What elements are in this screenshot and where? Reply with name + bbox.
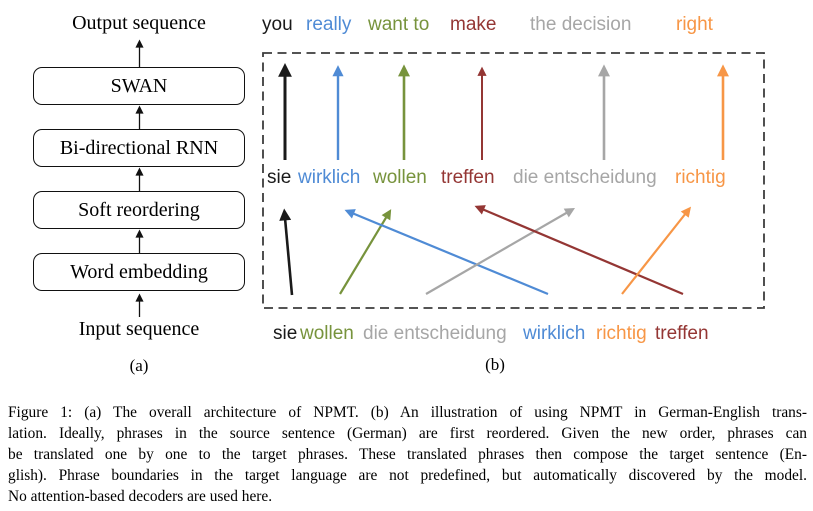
- source-word-treffen: treffen: [655, 323, 709, 344]
- target-word-the-decision: the decision: [530, 14, 632, 35]
- source-word-wirklich: wirklich: [523, 323, 586, 344]
- figure-graphics: [135, 39, 765, 317]
- reorder-arrow-treffen: [474, 205, 684, 296]
- source-word-die-entscheidung: die entscheidung: [363, 323, 507, 344]
- reordered-word-sie: sie: [267, 167, 292, 188]
- output-sequence-label: Output sequence: [72, 12, 206, 34]
- target-word-really: really: [306, 14, 352, 35]
- phrase-reordering-dashed-box: [262, 52, 765, 309]
- reordered-word-wollen: wollen: [373, 167, 427, 188]
- soft-reordering-box: Soft reordering: [33, 191, 245, 229]
- soft-reordering-box-label: Soft reordering: [78, 198, 200, 221]
- source-word-richtig: richtig: [596, 323, 647, 344]
- bidirectional-rnn-box: Bi-directional RNN: [33, 129, 245, 167]
- input-sequence-label: Input sequence: [78, 318, 200, 340]
- reorder-arrow-wollen: [339, 209, 392, 295]
- target-word-make: make: [450, 14, 497, 35]
- reorder-arrow-entscheidung: [425, 207, 576, 295]
- reorder-arrow-richtig: [621, 206, 692, 295]
- panel-a-sublabel: (a): [129, 356, 149, 375]
- swan-box-label: SWAN: [110, 74, 168, 97]
- target-word-right: right: [676, 14, 713, 35]
- reorder-arrow-sie: [279, 208, 294, 296]
- reordered-word-die-entscheidung: die entscheidung: [513, 167, 657, 188]
- source-word-sie: sie: [273, 323, 298, 344]
- figure-caption: Figure 1: (a) The overall architecture o…: [8, 402, 807, 507]
- panel-b-sublabel: (b): [485, 355, 505, 374]
- word-embedding-box: Word embedding: [33, 253, 245, 291]
- reorder-arrow-wirklich: [344, 209, 549, 296]
- caption-line: glish). Phrase boundaries in the target …: [8, 467, 807, 484]
- caption-line: lation. Ideally, phrases in the source s…: [8, 425, 807, 442]
- reordered-word-treffen: treffen: [441, 167, 495, 188]
- target-word-you: you: [262, 14, 293, 35]
- reordered-word-richtig: richtig: [675, 167, 726, 188]
- source-word-wollen: wollen: [300, 323, 354, 344]
- swan-box: SWAN: [33, 67, 245, 105]
- caption-line: Figure 1: (a) The overall architecture o…: [8, 404, 807, 421]
- word-embedding-box-label: Word embedding: [70, 260, 208, 283]
- caption-line: No attention-based decoders are used her…: [8, 488, 273, 505]
- target-word-want-to: want to: [368, 14, 430, 35]
- caption-line: be translated one by one to the target p…: [8, 446, 807, 463]
- bidirectional-rnn-box-label: Bi-directional RNN: [59, 136, 219, 159]
- reordered-word-wirklich: wirklich: [298, 167, 361, 188]
